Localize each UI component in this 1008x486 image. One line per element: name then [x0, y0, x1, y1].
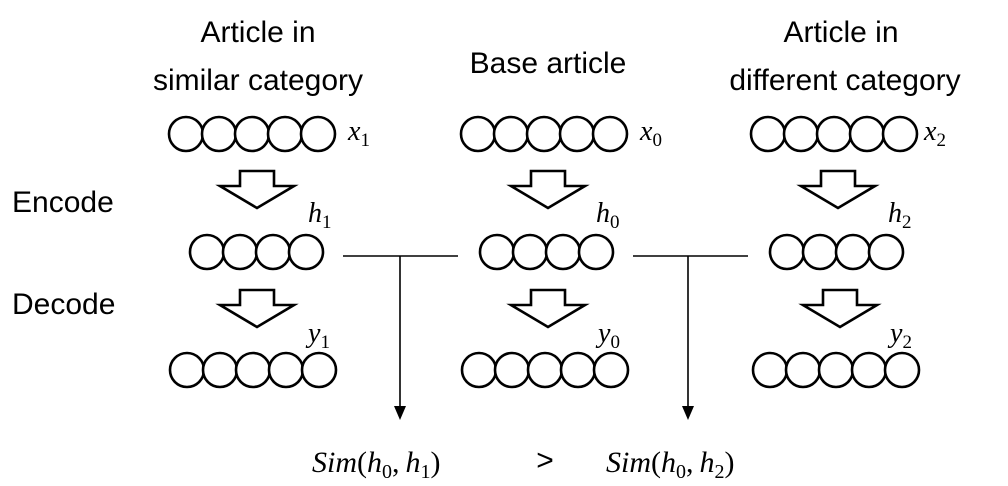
y2-nodes [751, 351, 921, 389]
y0-nodes [460, 351, 630, 389]
node-circle [558, 115, 596, 153]
x2-nodes [749, 115, 919, 153]
different-title-line1: Article in [783, 16, 898, 49]
node-circle [784, 351, 822, 389]
node-circle [848, 115, 886, 153]
node-circle [200, 115, 238, 153]
node-circle [478, 233, 516, 271]
node-circle [749, 115, 787, 153]
decode-arrow-base [506, 288, 590, 329]
node-circle [592, 351, 630, 389]
arrowhead-right [682, 406, 694, 420]
node-circle [299, 115, 337, 153]
h0-nodes [478, 233, 615, 271]
node-circle [801, 233, 839, 271]
node-circle [881, 115, 919, 153]
node-circle [867, 233, 905, 271]
node-circle [188, 233, 226, 271]
h2-label: h2 [888, 198, 912, 233]
node-circle [267, 351, 305, 389]
x0-nodes [459, 115, 629, 153]
node-circle [817, 351, 855, 389]
node-circle [544, 233, 582, 271]
x1-nodes [167, 115, 337, 153]
different-title-line2: different category [729, 64, 960, 97]
decode-label: Decode [12, 288, 115, 321]
node-circle [234, 351, 272, 389]
block-arrows [215, 169, 882, 329]
node-circle [751, 351, 789, 389]
sim-h0-h1: Sim(h0,h1) [312, 446, 441, 483]
node-circle [782, 115, 820, 153]
node-circle [167, 115, 205, 153]
node-circle [834, 233, 872, 271]
node-circle [300, 351, 338, 389]
base-title: Base article [470, 47, 627, 80]
node-circle [525, 115, 563, 153]
sim-h0-h2: Sim(h0,h2) [606, 446, 735, 483]
node-circle [511, 233, 549, 271]
x2-label: x2 [923, 116, 946, 151]
node-circle [233, 115, 271, 153]
y1-label: y1 [305, 318, 330, 353]
node-circle [168, 351, 206, 389]
node-circle [850, 351, 888, 389]
h2-nodes [768, 233, 905, 271]
node-circle [201, 351, 239, 389]
encode-arrow-similar [215, 169, 299, 210]
node-circle [492, 115, 530, 153]
node-circle [287, 233, 325, 271]
node-circle [768, 233, 806, 271]
y1-nodes [168, 351, 338, 389]
node-circle [221, 233, 259, 271]
greater-than-operator: > [536, 444, 554, 477]
arrowhead-left [394, 406, 406, 420]
node-circle [460, 351, 498, 389]
decode-arrow-different [798, 288, 882, 329]
h1-label: h1 [308, 198, 332, 233]
node-circle [591, 115, 629, 153]
encode-arrow-different [796, 169, 880, 210]
encode-label: Encode [12, 186, 114, 219]
y2-label: y2 [887, 318, 912, 353]
node-circle [577, 233, 615, 271]
encode-arrow-base [506, 169, 590, 210]
node-circle [559, 351, 597, 389]
node-circle [815, 115, 853, 153]
node-circle [459, 115, 497, 153]
node-circle [266, 115, 304, 153]
node-layers [167, 115, 921, 389]
similar-title-line1: Article in [200, 16, 315, 49]
y0-label: y0 [595, 318, 620, 353]
node-circle [883, 351, 921, 389]
h0-label: h0 [596, 198, 620, 233]
similar-title-line2: similar category [153, 64, 363, 97]
x1-label: x1 [347, 116, 370, 151]
h1-nodes [188, 233, 325, 271]
x0-label: x0 [639, 116, 662, 151]
decode-arrow-similar [215, 288, 299, 329]
node-circle [493, 351, 531, 389]
node-circle [254, 233, 292, 271]
node-circle [526, 351, 564, 389]
